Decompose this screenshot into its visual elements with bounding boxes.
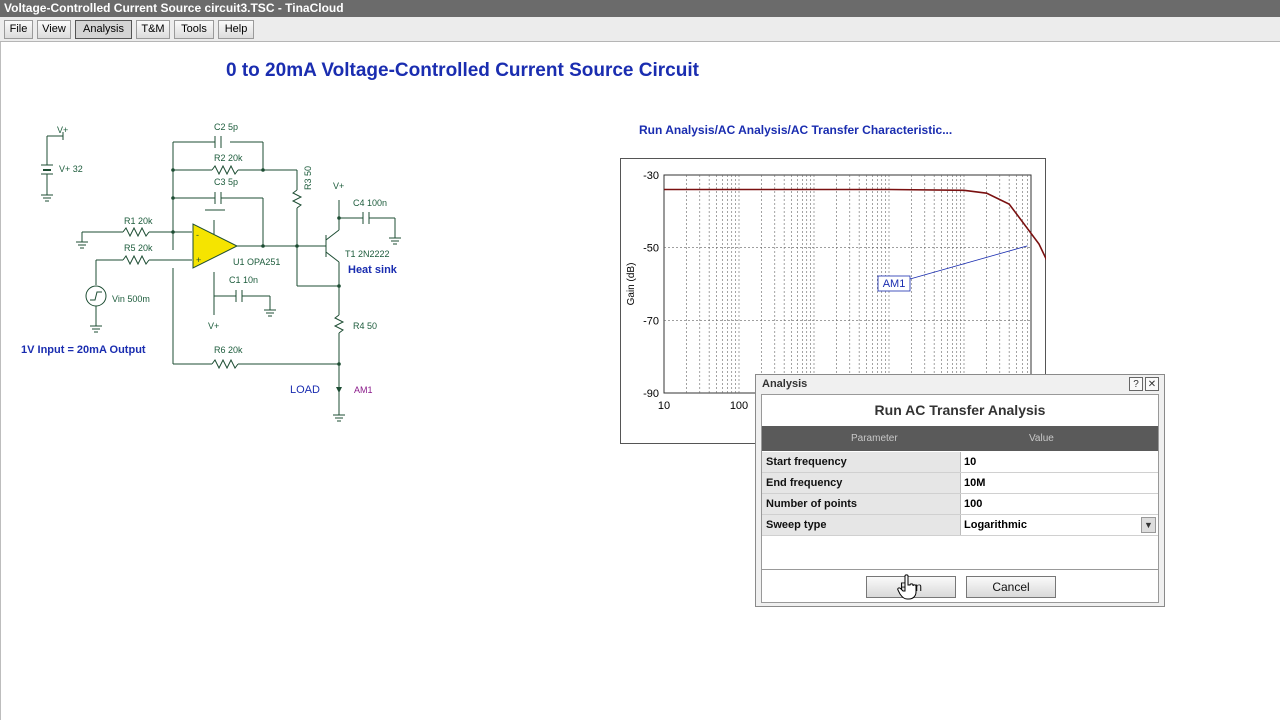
row-number-of-points: Number of points 100 [762,494,1158,515]
hand-cursor-icon [897,574,917,600]
param-label: Start frequency [762,452,960,472]
menu-file[interactable]: File [4,20,33,39]
param-label: End frequency [762,473,960,493]
svg-text:-: - [196,230,199,240]
label-am1: AM1 [354,385,373,395]
label-battery: V+ 32 [59,164,83,174]
cancel-button[interactable]: Cancel [966,576,1056,598]
annotation-box [877,275,911,292]
analysis-dialog: Analysis ? ✕ Run AC Transfer Analysis Pa… [755,374,1165,607]
number-of-points-input[interactable]: 100 [960,494,1158,514]
y-axis-label: Gain (dB) [626,263,637,306]
label-c1: C1 10n [229,275,259,285]
label-vplus-battery: V+ [57,125,69,135]
dialog-divider [762,569,1158,570]
menu-help[interactable]: Help [218,20,254,39]
plot-area [663,174,1032,394]
series-line [664,188,1046,261]
label-vplus-opamp: V+ [208,321,220,331]
label-load: LOAD [290,384,320,396]
x-tick-label: 10 [658,400,670,412]
col-parameter: Parameter [851,433,898,444]
label-r2: R2 20k [214,153,243,163]
close-icon[interactable]: ✕ [1145,377,1159,391]
label-r5: R5 20k [124,243,153,253]
row-end-frequency: End frequency 10M [762,473,1158,494]
dialog-body: Run AC Transfer Analysis Parameter Value… [761,394,1159,603]
x-tick-label: 100 [730,400,748,412]
col-value: Value [1029,433,1054,444]
window-title: Voltage-Controlled Current Source circui… [0,0,1280,17]
label-r1: R1 20k [124,216,153,226]
dialog-heading: Run AC Transfer Analysis [874,402,1046,418]
sweep-type-value: Logarithmic [964,519,1027,531]
menu-tm[interactable]: T&M [136,20,170,39]
svg-text:+: + [196,255,201,265]
y-tick-label: -90 [643,388,659,400]
label-c4: C4 100n [353,198,388,208]
help-icon[interactable]: ? [1129,377,1143,391]
label-vin: Vin 500m [112,294,150,304]
chart-heading[interactable]: Run Analysis/AC Analysis/AC Transfer Cha… [639,123,953,137]
end-frequency-input[interactable]: 10M [960,473,1158,493]
io-note: 1V Input = 20mA Output [21,344,146,356]
menu-bar: File View Analysis T&M Tools Help [0,17,1280,42]
menu-analysis[interactable]: Analysis [75,20,132,39]
y-tick-label: -50 [643,243,659,255]
label-r3: R3 50 [303,165,313,190]
row-sweep-type: Sweep type Logarithmic ▼ [762,515,1158,536]
table-header: Parameter Value [762,426,1158,451]
label-c2: C2 5p [214,122,239,132]
menu-view[interactable]: View [37,20,71,39]
label-r6: R6 20k [214,345,243,355]
label-heat-sink: Heat sink [348,264,397,276]
label-vplus-transistor: V+ [333,181,345,191]
dialog-title: Analysis [762,378,808,390]
label-r4: R4 50 [353,321,378,331]
page-title: 0 to 20mA Voltage-Controlled Current Sou… [226,60,699,81]
sweep-type-select[interactable]: Logarithmic ▼ [960,515,1158,535]
start-frequency-input[interactable]: 10 [960,452,1158,472]
y-tick-label: -30 [643,170,659,182]
row-start-frequency: Start frequency 10 [762,452,1158,473]
annotation-pointer [909,245,1028,280]
menu-tools[interactable]: Tools [174,20,214,39]
label-u1: U1 OPA251 [233,257,281,267]
y-tick-label: -70 [643,315,659,327]
annotation-label: AM1 [883,278,906,290]
canvas-border [0,42,1,720]
param-label: Number of points [762,494,960,514]
label-t1: T1 2N2222 [345,249,390,259]
circuit-schematic[interactable]: - + [0,110,420,440]
chevron-down-icon[interactable]: ▼ [1141,517,1156,533]
label-c3: C3 5p [214,177,239,187]
param-label: Sweep type [762,515,960,535]
